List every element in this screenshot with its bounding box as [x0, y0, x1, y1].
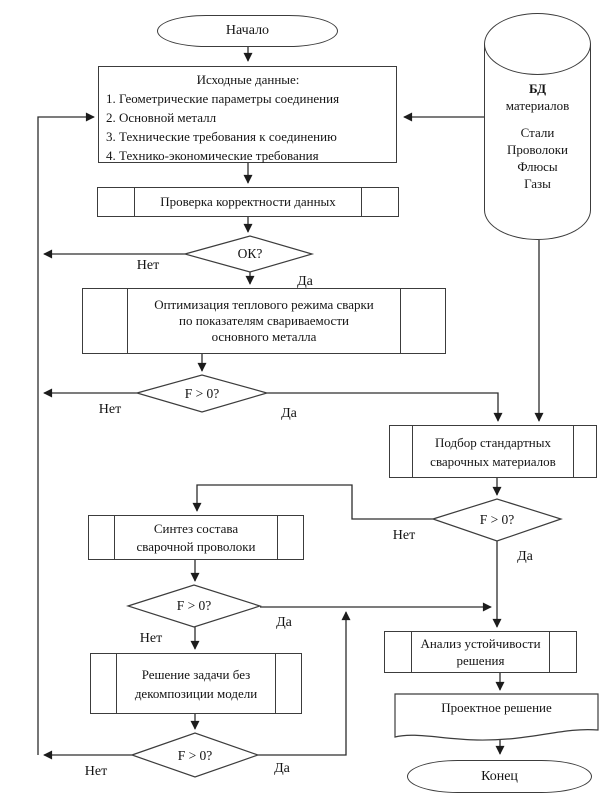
solve-line: Решение задачи без: [141, 666, 251, 682]
database-item: Газы: [524, 176, 551, 191]
select-materials-line: сварочных материалов: [430, 453, 556, 469]
database-name: БД: [528, 81, 547, 96]
document-shape: [394, 693, 599, 741]
database-item: Проволоки: [506, 142, 569, 157]
decision-f1-diamond: [134, 374, 270, 413]
optimization-line: по показателям свариваемости: [179, 313, 349, 328]
edge-label-no: Нет: [139, 631, 163, 646]
input-data-item: 3. Технические требования к соединению: [106, 129, 337, 144]
edge-feedback-collector: [37, 112, 95, 755]
edge-label-no: Нет: [392, 528, 416, 543]
decision-ok-label: ОК?: [237, 246, 263, 261]
database-cylinder-top: [484, 13, 591, 75]
decision-ok-diamond: [182, 235, 315, 273]
end-label: Конец: [481, 768, 518, 784]
decision-f4-diamond: [130, 732, 260, 778]
solve-without-decomposition-box: Решение задачи без декомпозиции модели: [90, 653, 302, 714]
stability-analysis-box: Анализ устойчивости решения: [384, 631, 577, 673]
database-item: Стали: [520, 125, 555, 140]
synthesis-line: сварочной проволоки: [136, 538, 256, 554]
database-kind: материалов: [505, 98, 570, 113]
edge-label-yes: Да: [517, 549, 533, 564]
synthesis-box: Синтез состава сварочной проволоки: [88, 515, 304, 560]
edge-f2-no: [192, 484, 433, 520]
edge-label-no: Нет: [136, 258, 160, 273]
check-data-box: Проверка корректности данных: [97, 187, 399, 217]
start-label: Начало: [225, 23, 270, 38]
database-item: Флюсы: [517, 159, 558, 174]
synthesis-line: Синтез состава: [153, 520, 239, 536]
decision-f2-label: F > 0?: [479, 512, 515, 527]
input-data-item: 1. Геометрические параметры соединения: [106, 91, 340, 106]
edge-label-no: Нет: [98, 402, 122, 417]
terminator-start: Начало: [157, 15, 338, 47]
input-data-box: Исходные данные: 1. Геометрические парам…: [98, 66, 397, 163]
select-materials-box: Подбор стандартных сварочных материалов: [389, 425, 597, 478]
edge-label-yes: Да: [274, 761, 290, 776]
optimization-box: Оптимизация теплового режима сварки по п…: [82, 288, 446, 354]
stability-line: Анализ устойчивости: [420, 636, 541, 651]
decision-f1-label: F > 0?: [184, 386, 220, 401]
decision-f4-label: F > 0?: [177, 748, 213, 763]
edge-f4-yes: [258, 611, 351, 756]
input-data-title: Исходные данные:: [196, 72, 300, 87]
edge-label-yes: Да: [297, 274, 313, 289]
decision-f3-label: F > 0?: [176, 598, 212, 613]
edge-label-yes: Да: [276, 615, 292, 630]
database-cylinder-body: [484, 44, 591, 240]
decision-f3-diamond: [126, 584, 262, 628]
stability-line: решения: [456, 653, 505, 668]
decision-f2-diamond: [431, 498, 563, 542]
terminator-end: Конец: [407, 760, 592, 793]
optimization-line: основного металла: [211, 329, 317, 344]
edge-label-yes: Да: [281, 406, 297, 421]
optimization-line: Оптимизация теплового режима сварки: [154, 297, 374, 312]
edge-label-no: Нет: [84, 764, 108, 779]
input-data-item: 2. Основной металл: [106, 110, 217, 125]
design-solution-document: Проектное решение: [441, 700, 552, 715]
database-text: БД материалов Стали Проволоки Флюсы Газы: [484, 80, 591, 192]
check-data-label: Проверка корректности данных: [160, 194, 336, 209]
input-data-item: 4. Технико-экономические требования: [106, 148, 319, 163]
edge-f1-yes: [267, 392, 503, 422]
solve-line: декомпозиции модели: [134, 685, 258, 701]
select-materials-line: Подбор стандартных: [435, 434, 551, 450]
